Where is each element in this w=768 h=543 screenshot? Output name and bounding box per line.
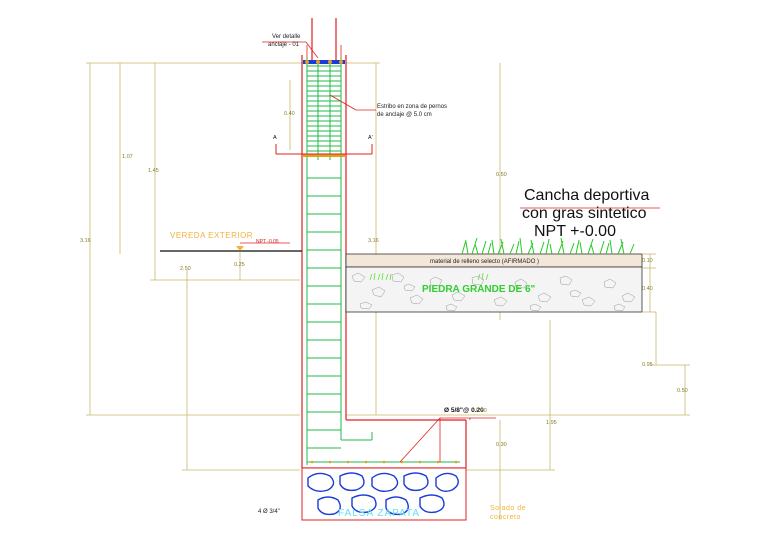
grass (461, 237, 635, 255)
solado-line1: Solado de (490, 505, 526, 512)
afirmado-label: material de relleno selecto (AFIRMADO ) (430, 259, 539, 265)
cancha-line2: con gras sintetico (522, 205, 647, 222)
dim-107: 1.07 (122, 154, 133, 160)
dim-195: 1.95 (546, 420, 557, 426)
estribo-line2: de anclaje @ 5.0 cm (377, 112, 432, 118)
dim-250: 2.50 (180, 266, 191, 272)
falsa-zapata-label: FALSA ZAPATA (338, 508, 420, 519)
dim-095: 0.95 (642, 362, 653, 368)
solado-line2: concreto (490, 514, 521, 521)
stone-pattern (351, 272, 636, 312)
vereda-label: VEREDA EXTERIOR (170, 231, 253, 240)
section-label-right: A' (368, 135, 373, 141)
dim-010: 0.10 (642, 258, 653, 264)
column-rebar (306, 58, 460, 465)
piedra-label: PIEDRA GRANDE DE 6" (422, 284, 536, 295)
dim-316-left: 3.16 (80, 238, 91, 244)
cancha-line3: NPT +-0.00 (534, 223, 616, 240)
section-marker (275, 144, 373, 155)
dim-145: 1.45 (148, 168, 159, 174)
dim-316-mid: 3.16 (368, 238, 379, 244)
ver-detalle-line2: anclaje - 01 (268, 42, 300, 48)
dim-040-right: 0.40 (642, 286, 653, 292)
anchor-plate (303, 60, 345, 157)
dim-025: 0.25 (234, 262, 245, 268)
cancha-line1: Cancha deportiva (524, 187, 650, 204)
footing-rebar-dots (310, 460, 458, 464)
dim-050-right: 0.50 (677, 388, 688, 394)
ver-detalle-line1: Ver detalle (272, 34, 301, 40)
npt-vereda-label: NPT -0.05 (256, 239, 279, 245)
falsa-zapata-stones (307, 472, 459, 516)
acero-label: Ø 5/8"@ 0.20 (444, 407, 484, 414)
small-grass-marks (369, 272, 489, 281)
dim-030: 0.30 (496, 442, 507, 448)
dim-050-left: 0.50 (496, 172, 507, 178)
stone-layer (345, 266, 643, 313)
dim-040-top: 0.40 (284, 111, 295, 117)
section-label-left: A (273, 135, 277, 141)
dim-020: 0.20 (476, 408, 487, 414)
estribo-line1: Estribo en zona de pernos (377, 104, 447, 110)
vereda-exterior (160, 246, 302, 252)
bottom-note: 4 Ø 3/4" (258, 509, 280, 515)
callout-leaders (240, 41, 660, 463)
